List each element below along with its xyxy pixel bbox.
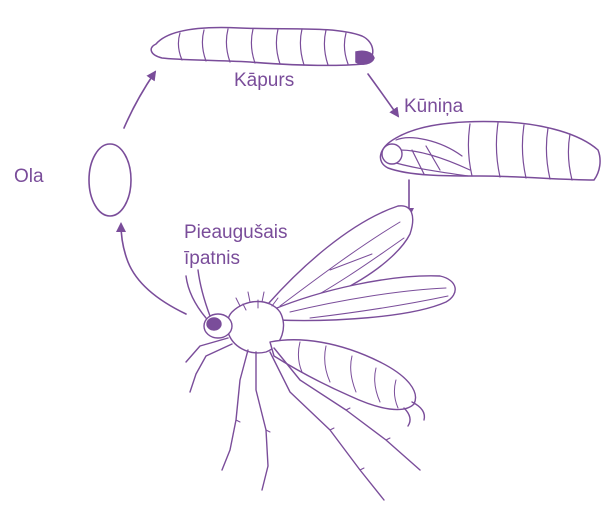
arrow-adult-to-egg — [121, 224, 186, 314]
pupa-drawing — [380, 122, 600, 180]
cycle-arrows — [121, 72, 409, 314]
adult-leg-joints — [236, 408, 390, 470]
label-egg: Ola — [14, 166, 44, 187]
label-adult-line1: Pieaugušais — [184, 222, 288, 243]
label-pupa: Kūniņa — [404, 96, 464, 117]
adult-leg-mid — [222, 350, 268, 490]
arrow-egg-to-larva — [124, 72, 155, 128]
larva-drawing — [151, 28, 374, 66]
egg-drawing — [89, 144, 131, 216]
egg-shape — [89, 144, 131, 216]
adult-leg-front — [186, 338, 232, 392]
larva-body — [151, 28, 373, 66]
arrow-larva-to-pupa — [368, 74, 398, 116]
label-larva: Kāpurs — [234, 70, 294, 91]
adult-antenna — [186, 270, 210, 318]
adult-eye — [207, 318, 221, 330]
pupa-head — [382, 144, 402, 164]
larva-head — [356, 51, 374, 64]
adult-abdomen — [270, 340, 416, 410]
label-adult-line2: īpatnis — [184, 248, 240, 269]
pupa-segment-lines — [468, 123, 572, 180]
